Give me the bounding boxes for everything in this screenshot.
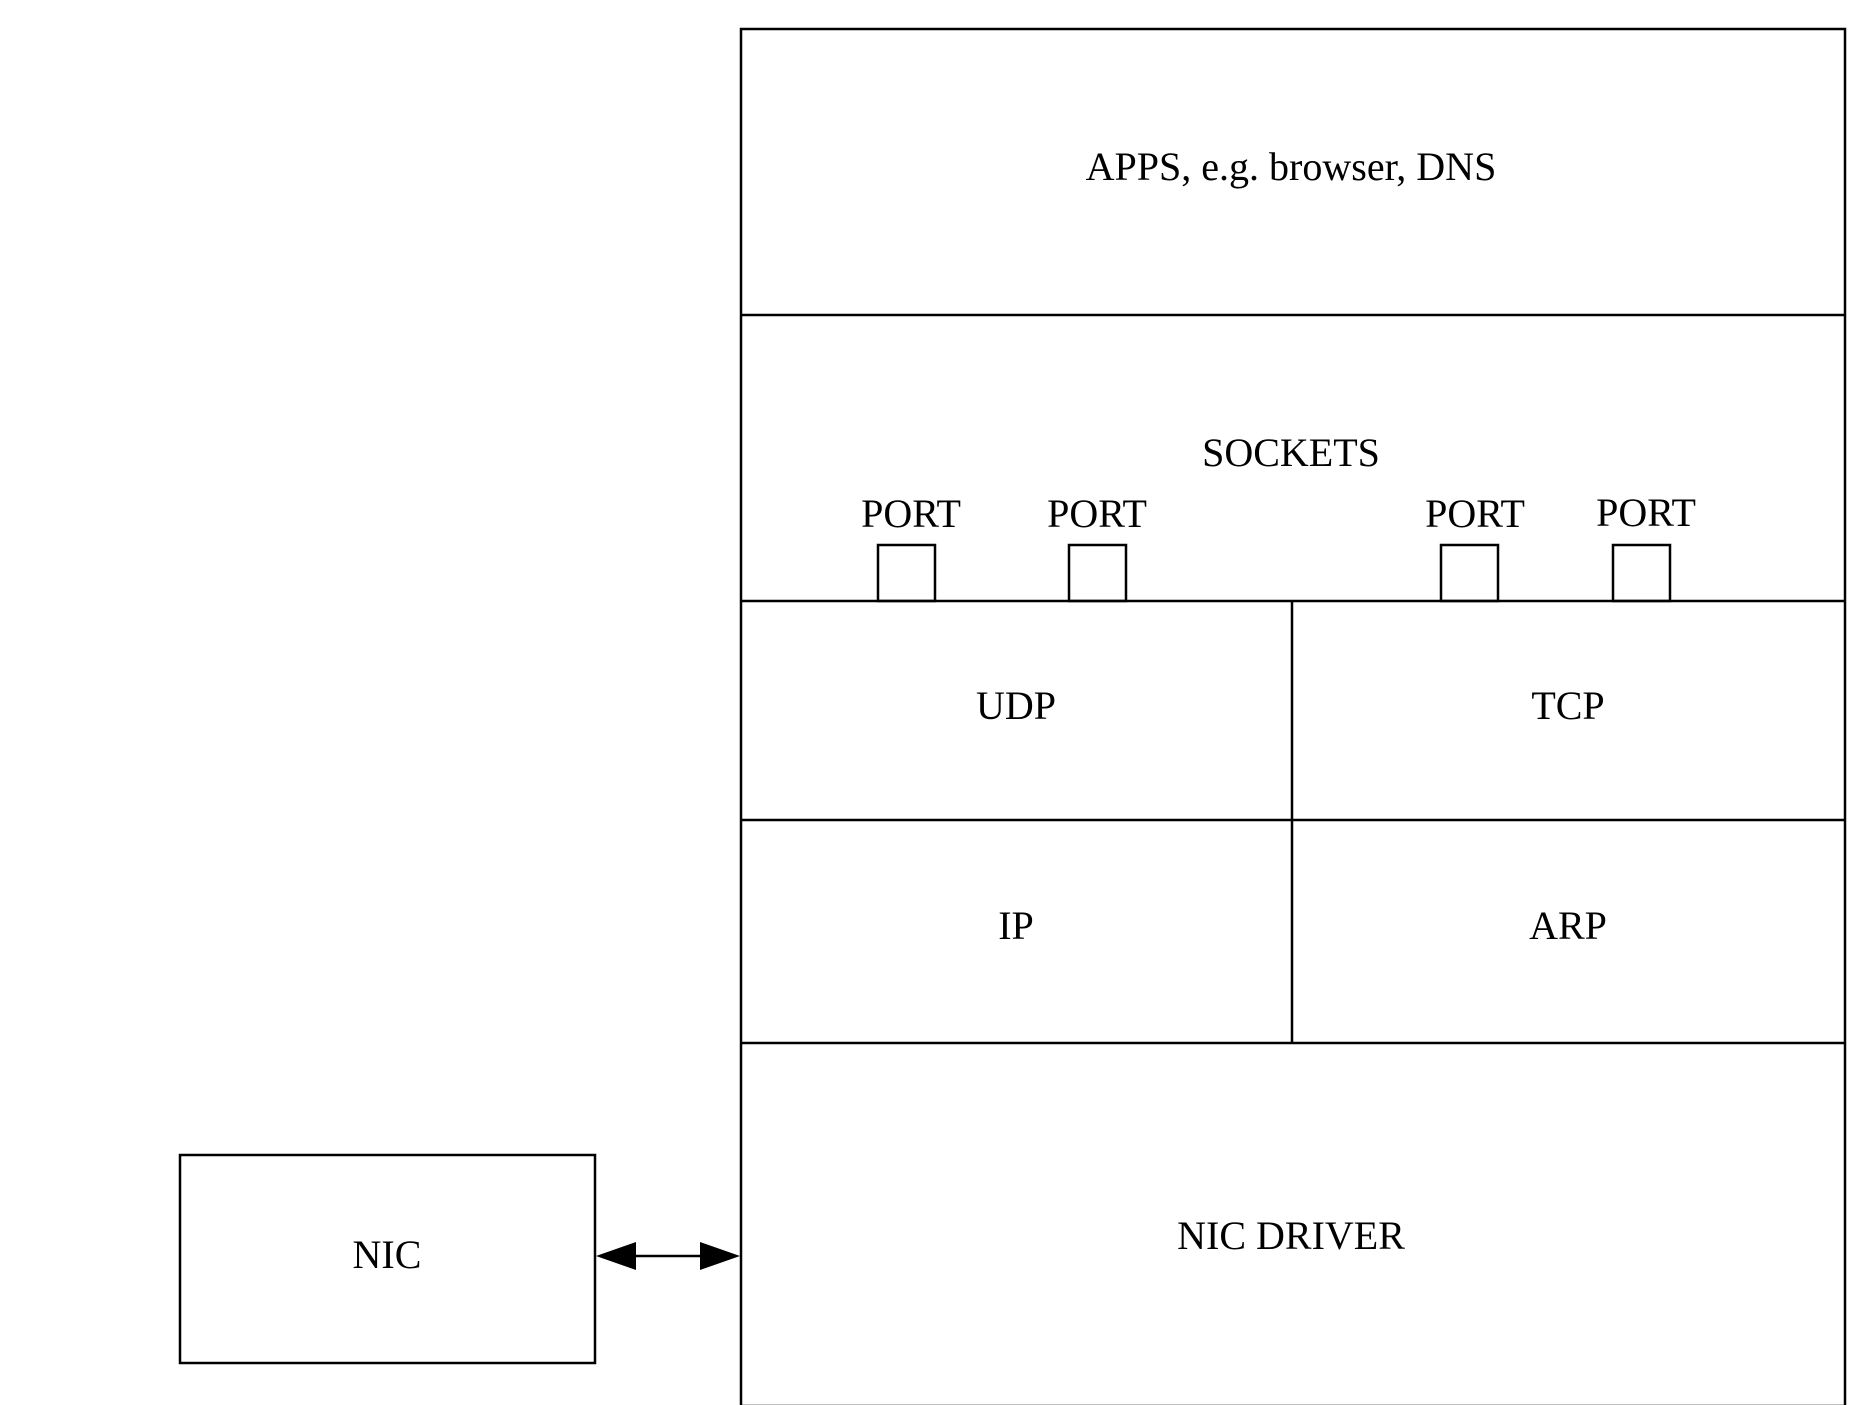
- stack-outer-box: [739, 27, 1847, 1405]
- port-label-1: PORT: [861, 491, 961, 536]
- udp-label: UDP: [976, 683, 1056, 728]
- sockets-label: SOCKETS: [1202, 430, 1380, 475]
- port-label-4: PORT: [1596, 490, 1696, 535]
- port-label-3: PORT: [1425, 491, 1525, 536]
- ip-label: IP: [998, 903, 1034, 948]
- nic-box: [178, 1153, 597, 1365]
- tcp-label: TCP: [1531, 683, 1604, 728]
- apps-label: APPS, e.g. browser, DNS: [1086, 144, 1497, 189]
- arp-label: ARP: [1529, 903, 1607, 948]
- port-label-2: PORT: [1047, 491, 1147, 536]
- nic-driver-label: NIC DRIVER: [1177, 1213, 1405, 1258]
- port-box-3: [1439, 543, 1500, 603]
- port-box-2: [1067, 543, 1128, 603]
- arrowhead-right: [700, 1242, 740, 1270]
- port-box-1: [876, 543, 937, 603]
- arrowhead-left: [596, 1242, 636, 1270]
- port-box-4: [1611, 543, 1672, 603]
- nic-label: NIC: [353, 1232, 422, 1277]
